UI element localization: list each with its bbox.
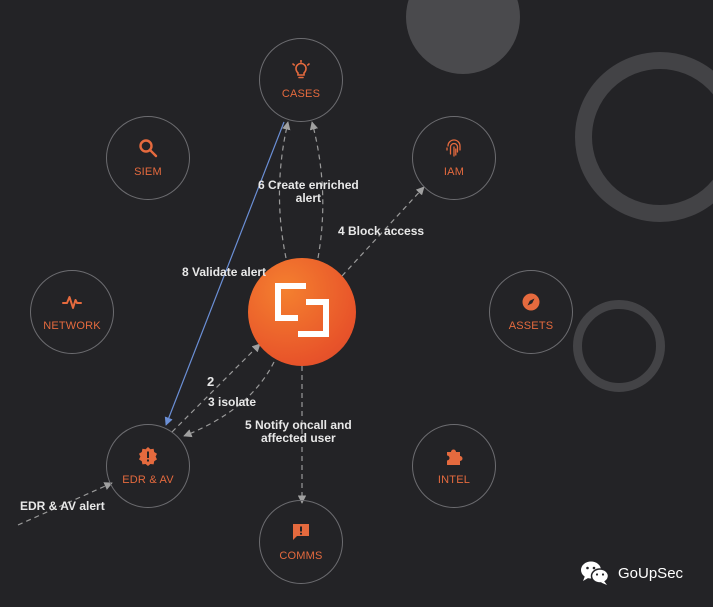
label-block-access: 4 Block access xyxy=(338,224,425,238)
node-label-iam: IAM xyxy=(443,166,465,178)
node-label-comms: COMMS xyxy=(279,550,323,562)
label-create-enriched-alert-line2: alert xyxy=(295,191,322,205)
soar-logo-icon xyxy=(270,278,334,347)
link-create-enriched-alert-b xyxy=(309,121,324,259)
link-isolate xyxy=(183,361,275,438)
label-edr-av-alert-input: EDR & AV alert xyxy=(20,499,105,513)
node-edr-av: EDR & AV xyxy=(106,424,190,508)
node-label-edr-av: EDR & AV xyxy=(122,474,174,486)
decorative-ring-small xyxy=(573,300,665,392)
fingerprint-icon xyxy=(444,138,464,158)
node-label-assets: ASSETS xyxy=(508,320,554,332)
search-icon xyxy=(138,138,158,158)
label-notify-line2: affected user xyxy=(260,431,336,445)
node-label-intel: INTEL xyxy=(437,474,471,486)
label-notify-line1: 5 Notify oncall and xyxy=(245,418,352,432)
node-label-siem: SIEM xyxy=(134,166,162,178)
label-step-2: 2 xyxy=(207,374,215,389)
puzzle-icon xyxy=(444,446,464,466)
chat-alert-icon xyxy=(291,522,311,542)
node-siem: SIEM xyxy=(106,116,190,200)
link-create-enriched-alert-a xyxy=(278,121,291,259)
brand-watermark: GoUpSec xyxy=(580,560,683,586)
wechat-icon xyxy=(580,560,610,586)
label-validate-alert: 8 Validate alert xyxy=(182,265,267,279)
label-create-enriched-alert: 6 Create enriched alert xyxy=(258,179,359,205)
node-intel: INTEL xyxy=(412,424,496,508)
node-cases: CASES xyxy=(259,38,343,122)
pulse-icon xyxy=(62,292,82,312)
link-edr-av-alert-input xyxy=(17,482,113,526)
label-create-enriched-alert-line1: 6 Create enriched xyxy=(258,178,359,192)
label-notify: 5 Notify oncall and affected user xyxy=(245,419,352,445)
alert-badge-icon xyxy=(138,446,158,466)
link-validate-alert xyxy=(164,121,285,426)
link-step-2 xyxy=(171,343,261,433)
brand-name: GoUpSec xyxy=(618,564,684,582)
soar-hub xyxy=(248,258,356,366)
label-isolate: 3 isolate xyxy=(208,395,257,409)
node-network: NETWORK xyxy=(30,270,114,354)
lightbulb-icon xyxy=(291,60,311,80)
node-label-network: NETWORK xyxy=(43,320,101,332)
link-block-access xyxy=(341,186,425,277)
node-label-cases: CASES xyxy=(281,88,321,100)
node-iam: IAM xyxy=(412,116,496,200)
compass-icon xyxy=(521,292,541,312)
node-comms: COMMS xyxy=(259,500,343,584)
node-assets: ASSETS xyxy=(489,270,573,354)
